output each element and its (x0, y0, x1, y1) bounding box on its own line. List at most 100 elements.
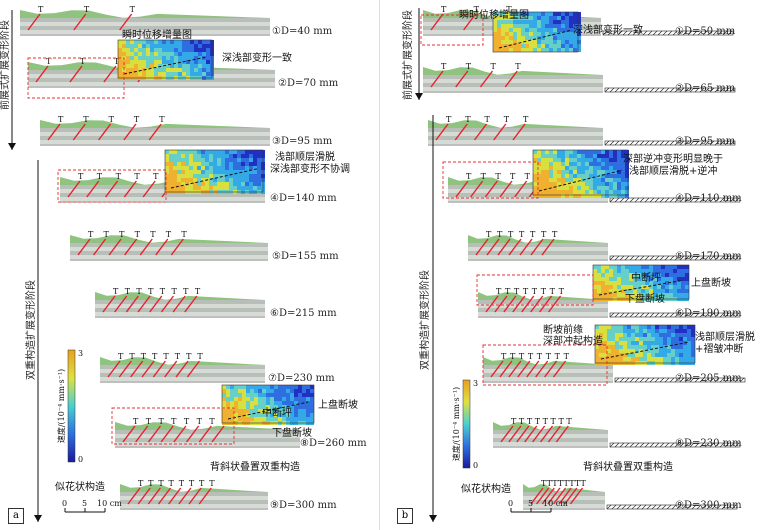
displacement-cell (557, 20, 561, 24)
fault-label: T (481, 172, 487, 181)
strata-layer (423, 83, 603, 87)
displacement-cell (613, 174, 617, 178)
displacement-cell (134, 44, 138, 48)
displacement-cell (615, 349, 619, 353)
displacement-cell (533, 32, 537, 36)
displacement-cell (286, 397, 290, 401)
fault-trace (500, 425, 514, 443)
displacement-cell (126, 72, 130, 76)
hatch-line (689, 140, 695, 146)
displacement-cell (557, 16, 561, 20)
hatch-line (614, 140, 620, 146)
displacement-cell (209, 158, 213, 162)
hatch-line (734, 377, 740, 383)
displacement-cell (250, 385, 254, 389)
fault-label: T (496, 287, 502, 296)
displacement-cell (186, 44, 190, 48)
strata-layer (428, 140, 603, 144)
hatch-line (699, 87, 705, 93)
displacement-cell (569, 194, 573, 198)
displacement-cell (202, 40, 206, 44)
displacement-cell (615, 345, 619, 349)
stage-label: ⑥D=190 mm (675, 308, 742, 319)
displacement-cell (609, 150, 613, 154)
hatch-line (689, 255, 695, 261)
displacement-cell (585, 190, 589, 194)
displacement-cell (198, 52, 202, 56)
displacement-cell (687, 353, 691, 357)
displacement-cell (603, 353, 607, 357)
displacement-cell (154, 72, 158, 76)
displacement-cell (242, 401, 246, 405)
displacement-cell (639, 357, 643, 361)
fault-trace (178, 487, 192, 505)
displacement-cell (138, 64, 142, 68)
displacement-cell (274, 405, 278, 409)
displacement-cell (237, 178, 241, 182)
displacement-cell (266, 413, 270, 417)
strata-layer (40, 140, 270, 144)
displacement-cell (150, 48, 154, 52)
displacement-cell (173, 166, 177, 170)
fault-label: T (58, 115, 64, 124)
displacement-cell (238, 389, 242, 393)
green-top-layer (493, 422, 608, 430)
hatch-line (716, 504, 722, 510)
displacement-cell (205, 170, 209, 174)
displacement-cell (253, 170, 257, 174)
displacement-cell (254, 405, 258, 409)
displacement-cell (545, 28, 549, 32)
displacement-cell (613, 150, 617, 154)
displacement-cell (302, 405, 306, 409)
fault-trace (519, 238, 533, 256)
displacement-cell (597, 285, 601, 289)
hatch-line (674, 140, 680, 146)
displacement-cell (631, 337, 635, 341)
displacement-cell (221, 162, 225, 166)
fault-label: T (125, 287, 131, 296)
displacement-cell (585, 174, 589, 178)
displacement-cell (242, 405, 246, 409)
displacement-cell (213, 174, 217, 178)
hatch-line (604, 87, 610, 93)
fault-trace (475, 238, 489, 256)
displacement-cell (213, 162, 217, 166)
fault-label: T (171, 287, 177, 296)
fault-trace (541, 487, 555, 505)
hatch-line (679, 197, 685, 203)
displacement-cell (226, 405, 230, 409)
displacement-cell (118, 72, 122, 76)
hatch-line (664, 377, 670, 383)
hatch-line (609, 312, 615, 318)
displacement-cell (599, 329, 603, 333)
stage-label: ⑦D=205 mm (675, 373, 742, 384)
displacement-cell (601, 273, 605, 277)
displacement-cell (246, 417, 250, 421)
displacement-cell (525, 12, 529, 16)
displacement-cell (290, 409, 294, 413)
displacement-cell (613, 277, 617, 281)
fault-trace (142, 180, 156, 198)
displacement-cell (249, 182, 253, 186)
displacement-cell (613, 154, 617, 158)
displacement-cell (569, 182, 573, 186)
displacement-cell (609, 269, 613, 273)
stage-label: ⑥D=215 mm (270, 308, 337, 319)
displacement-cell (659, 337, 663, 341)
colorbar-min: 0 (78, 455, 83, 464)
displacement-cell (181, 178, 185, 182)
hatch-line (674, 255, 680, 261)
displacement-cell (569, 162, 573, 166)
displacement-cell (545, 158, 549, 162)
displacement-cell (146, 72, 150, 76)
displacement-cell (270, 389, 274, 393)
displacement-cell (691, 349, 695, 353)
displacement-cell (213, 154, 217, 158)
displacement-cell (553, 36, 557, 40)
displacement-cell (186, 68, 190, 72)
displacement-cell (537, 28, 541, 32)
displacement-cell (609, 285, 613, 289)
displacement-cell (122, 40, 126, 44)
displacement-cell (146, 56, 150, 60)
